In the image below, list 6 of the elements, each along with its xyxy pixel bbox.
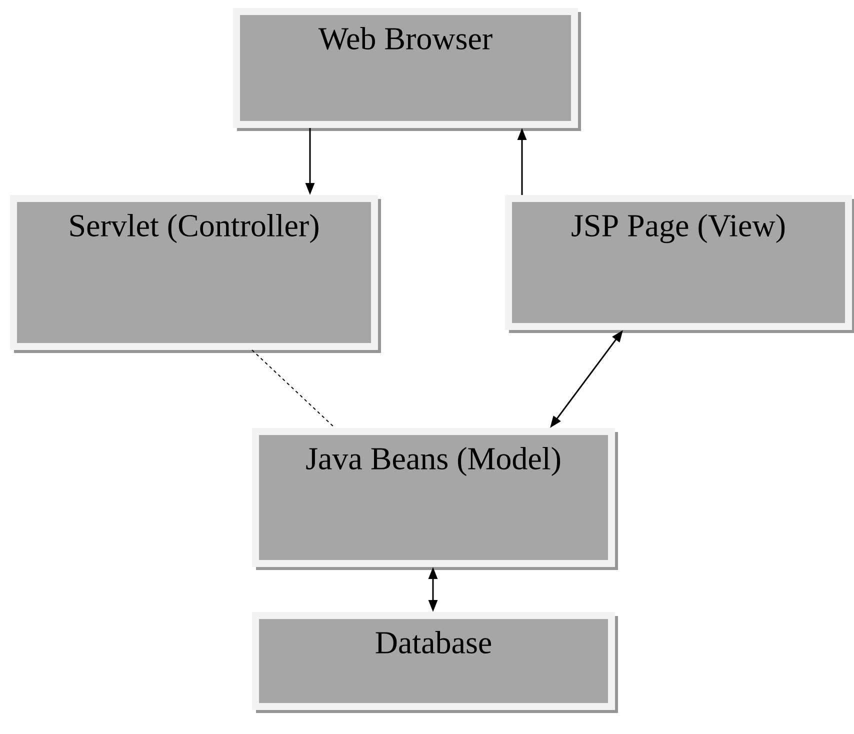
connector-line xyxy=(252,350,336,428)
process-box: Web Browser xyxy=(233,8,581,131)
process-box: JSP Page (View) xyxy=(505,195,854,333)
process-box: Servlet (Controller) xyxy=(10,195,381,353)
process-box: Database xyxy=(252,612,618,713)
process-box: Java Beans (Model) xyxy=(252,428,618,570)
